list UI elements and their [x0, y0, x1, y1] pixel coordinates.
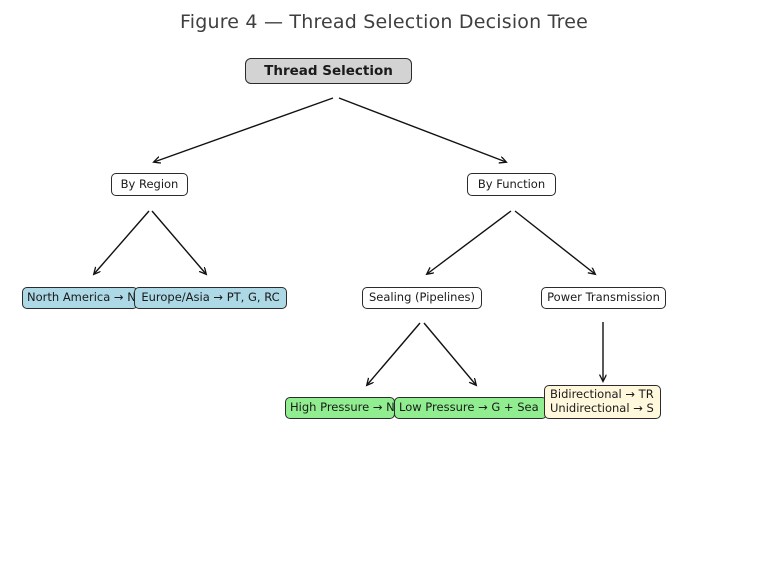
edge-by-function-to-sealing	[427, 210, 512, 274]
figure-title: Figure 4 — Thread Selection Decision Tre…	[179, 11, 588, 33]
edge-by-region-to-europe-asia	[151, 210, 206, 274]
node-thread-selection: Thread Selection	[245, 58, 412, 84]
edge-by-region-to-north-america	[94, 210, 150, 274]
node-north-america: North America → N	[22, 287, 138, 309]
node-sealing-pipelines: Sealing (Pipelines)	[362, 287, 482, 309]
directionality-line-bidirectional: Bidirectional → TR	[550, 387, 654, 402]
node-europe-asia: Europe/Asia → PT, G, RC	[134, 287, 287, 309]
directionality-line-unidirectional: Unidirectional → S	[550, 401, 654, 415]
edge-sealing-to-high-pressure	[367, 322, 421, 385]
node-by-region: By Region	[111, 173, 188, 196]
edge-root-to-by-function	[338, 97, 506, 162]
edge-root-to-by-region	[154, 97, 334, 162]
node-low-pressure: Low Pressure → G + Sea	[394, 397, 547, 419]
node-directionality: Bidirectional → TR Unidirectional → S	[544, 385, 661, 419]
node-power-transmission: Power Transmission	[541, 287, 666, 309]
edge-by-function-to-power-transmission	[514, 210, 595, 274]
node-by-function: By Function	[467, 173, 556, 196]
node-high-pressure: High Pressure → N	[285, 397, 395, 419]
edge-sealing-to-low-pressure	[423, 322, 476, 385]
